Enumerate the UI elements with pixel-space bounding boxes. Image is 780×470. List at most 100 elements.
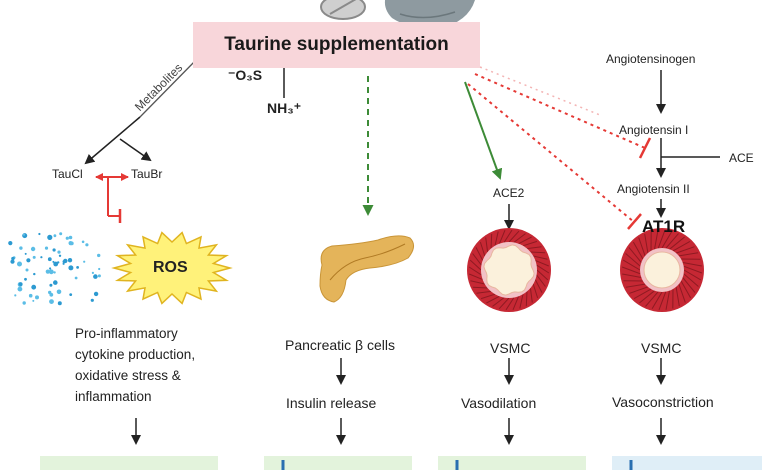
vessel-fiber bbox=[632, 241, 644, 260]
vessel-fiber bbox=[622, 259, 641, 271]
vessel-fiber bbox=[490, 233, 493, 249]
vessel-fiber bbox=[628, 247, 642, 263]
dot bbox=[32, 299, 35, 302]
vessel-fiber bbox=[665, 233, 679, 249]
inflammation-line-3: oxidative stress & bbox=[75, 368, 181, 383]
dot bbox=[85, 243, 89, 247]
vessel-vasodilation-icon bbox=[467, 228, 551, 312]
vasoconstriction-label: Vasoconstriction bbox=[612, 394, 714, 410]
ros-starburst bbox=[111, 231, 233, 305]
vessel-fiber bbox=[682, 277, 696, 293]
bottom-box-1 bbox=[40, 456, 218, 470]
pancreas-icon bbox=[319, 235, 414, 303]
dot bbox=[67, 258, 73, 263]
ace2-label: ACE2 bbox=[493, 186, 525, 200]
dot bbox=[17, 286, 23, 292]
vessel-fiber bbox=[508, 230, 520, 243]
vessel-fiber bbox=[470, 280, 485, 285]
vessel-fiber bbox=[498, 230, 506, 244]
dot bbox=[30, 246, 36, 252]
vessel-fiber bbox=[675, 286, 680, 307]
ace-label: ACE bbox=[729, 151, 754, 165]
fish-icon bbox=[384, 0, 475, 29]
dot bbox=[45, 269, 50, 274]
dot bbox=[83, 260, 86, 263]
vessel-fiber bbox=[536, 264, 550, 274]
dot bbox=[24, 252, 27, 255]
dot bbox=[10, 259, 15, 264]
vessel-fiber bbox=[534, 279, 543, 293]
vessel-fiber bbox=[522, 240, 538, 247]
vessel-fiber bbox=[518, 236, 532, 245]
vessel-fiber bbox=[492, 297, 505, 307]
vessel-fiber bbox=[494, 231, 499, 246]
dot bbox=[68, 235, 73, 240]
dot bbox=[69, 293, 73, 296]
ros-label: ROS bbox=[153, 259, 188, 276]
vessel-fiber bbox=[512, 296, 520, 310]
dot bbox=[28, 293, 33, 298]
vessel-lumen bbox=[643, 251, 681, 289]
dot bbox=[59, 232, 63, 236]
vessel-fiber bbox=[678, 283, 686, 303]
vessel-fiber bbox=[678, 252, 699, 257]
vessel-fiber bbox=[468, 266, 482, 276]
dot bbox=[17, 261, 22, 267]
faint-dotted-line bbox=[479, 66, 601, 116]
dot bbox=[25, 268, 29, 272]
vasodilation-label: Vasodilation bbox=[461, 395, 537, 411]
dot bbox=[53, 234, 57, 238]
vsmc-left-label: VSMC bbox=[490, 340, 531, 356]
dot bbox=[68, 241, 73, 246]
dot bbox=[49, 299, 54, 304]
vessel-fiber bbox=[639, 290, 655, 304]
at1r-label: AT1R bbox=[642, 217, 686, 236]
pill-icon bbox=[320, 0, 366, 20]
title-text: Taurine supplementation bbox=[224, 34, 449, 55]
vessel-fiber bbox=[629, 286, 649, 294]
inflammation-text: Pro-inflammatory cytokine production, ox… bbox=[75, 323, 255, 407]
vessel-fiber bbox=[658, 291, 667, 311]
vessel-fiber bbox=[638, 237, 646, 257]
dot bbox=[81, 240, 85, 244]
vessel-fiber bbox=[665, 290, 670, 310]
dot bbox=[56, 289, 62, 295]
vessel-fiber bbox=[533, 255, 548, 260]
vessel-fiber bbox=[469, 273, 483, 281]
dot bbox=[11, 256, 15, 261]
dot bbox=[49, 267, 52, 270]
vessel-fiber bbox=[505, 297, 515, 311]
bottom-arrow-glyphs bbox=[281, 460, 633, 470]
dot bbox=[49, 283, 53, 287]
vessel-fiber bbox=[532, 283, 539, 299]
vessel-fiber bbox=[479, 241, 486, 257]
vessel-vasoconstriction-icon bbox=[620, 228, 704, 312]
dot bbox=[68, 265, 74, 271]
dot bbox=[8, 241, 13, 246]
dot bbox=[44, 246, 49, 250]
vessel-fiber bbox=[680, 280, 692, 299]
amine-label: NH₃⁺ bbox=[267, 100, 302, 116]
dot bbox=[40, 256, 43, 259]
dot bbox=[52, 248, 56, 252]
vessel-fiber bbox=[526, 246, 542, 250]
vessel-fiber bbox=[535, 259, 549, 267]
vessel-fiber bbox=[472, 286, 488, 289]
vessel-fiber bbox=[472, 253, 482, 266]
dot bbox=[65, 236, 69, 240]
dot bbox=[63, 258, 68, 264]
dot bbox=[58, 254, 62, 257]
dot bbox=[90, 298, 94, 302]
ros-inhibition bbox=[107, 177, 122, 223]
vsmc-right-label: VSMC bbox=[641, 340, 682, 356]
vessel-fiber bbox=[683, 265, 703, 274]
dot bbox=[49, 292, 54, 297]
vessel-fiber bbox=[654, 230, 659, 250]
vessel-fiber bbox=[683, 269, 702, 281]
vessel-fiber bbox=[625, 253, 641, 267]
vessel-fiber bbox=[530, 251, 546, 254]
dot bbox=[19, 246, 23, 250]
vessel-fiber bbox=[669, 236, 685, 250]
dot bbox=[47, 257, 52, 262]
